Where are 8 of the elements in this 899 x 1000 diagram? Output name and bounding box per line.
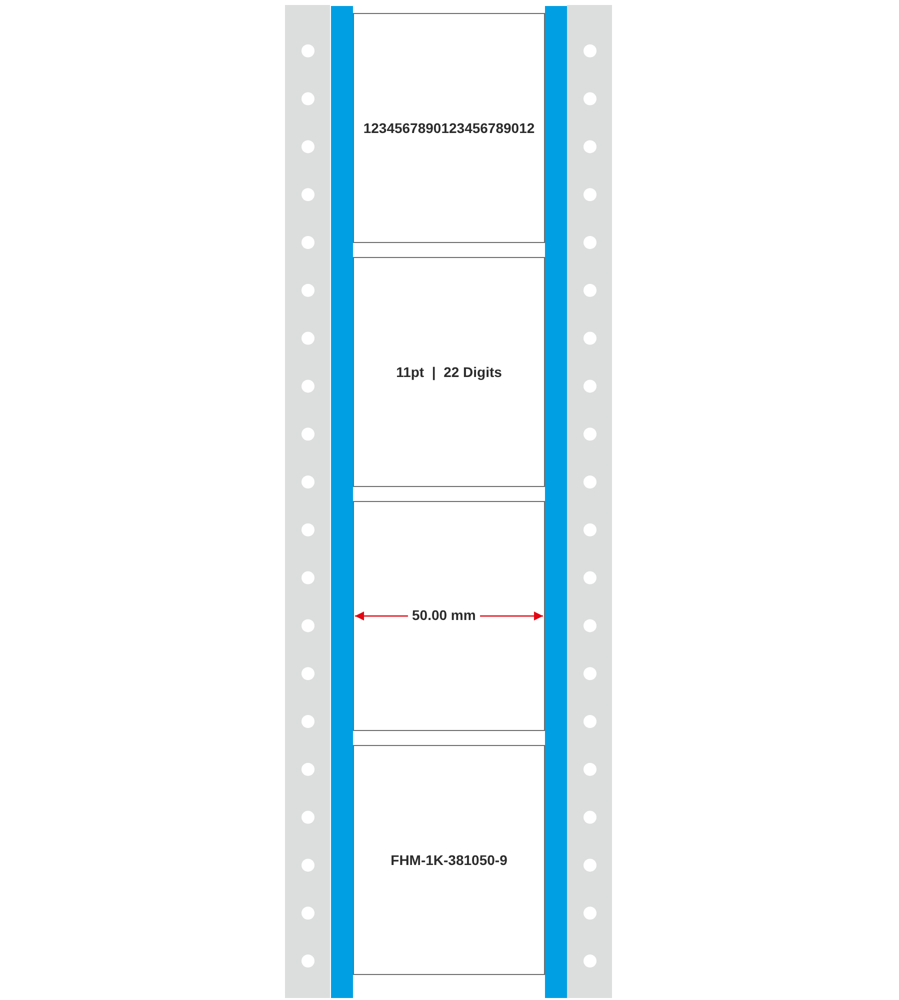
label-box	[353, 745, 545, 975]
label-box	[353, 501, 545, 731]
label-text: FHM-1K-381050-9	[390, 852, 508, 868]
dimension-text: 50.00 mm	[408, 607, 480, 623]
label-text: 1234567890123456789012	[363, 120, 535, 136]
label-box	[353, 13, 545, 243]
label-text: 11pt | 22 Digits	[396, 364, 502, 380]
label-box	[353, 257, 545, 487]
